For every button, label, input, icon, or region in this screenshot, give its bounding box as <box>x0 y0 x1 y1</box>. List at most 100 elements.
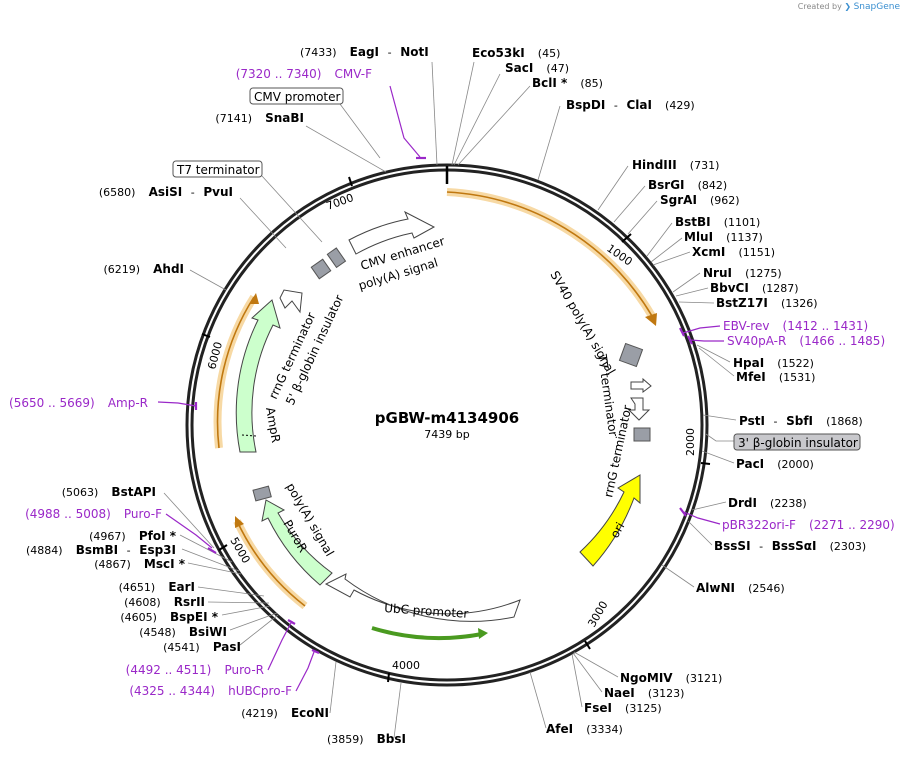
connector-rsrii <box>207 601 270 604</box>
connector-eari <box>197 586 265 597</box>
site-bsssi: BssSI - BssSαI (2303) <box>714 535 866 554</box>
site-connectors <box>163 61 737 739</box>
tick-6000 <box>201 333 211 338</box>
connector-asisi <box>239 197 287 249</box>
connector-msci <box>187 562 242 575</box>
site-bbsi: (3859) BbsI <box>327 728 406 747</box>
ampr-arrow <box>235 299 281 453</box>
connector-afei <box>529 671 547 729</box>
connector-t7-box <box>261 175 323 243</box>
orf-arc-bottom-left-core <box>236 520 306 607</box>
plasmid-name: pGBW-m4134906 <box>375 409 519 427</box>
ubc-green-arc <box>371 626 483 640</box>
tick-1000 <box>621 233 632 243</box>
label-ubc: UbC promoter <box>384 601 469 621</box>
site-naei: NaeI (3123) <box>604 682 684 701</box>
connector-xcmi <box>652 251 691 266</box>
connector-bsmbi <box>181 548 240 572</box>
site-nrui: NruI (1275) <box>703 262 782 281</box>
connector-pfoi <box>179 534 233 563</box>
site-alwni: AlwNI (2546) <box>696 577 785 596</box>
brand-name: SnapGene <box>853 2 900 12</box>
connector-alwni <box>661 564 695 588</box>
primer-labels: (7320 .. 7340) CMV-F EBV-rev (1412 .. 14… <box>9 63 895 698</box>
connector-paci <box>701 450 735 464</box>
primer-amp-r: (5650 .. 5669) Amp-R <box>9 392 148 411</box>
t7-terminator-block-left <box>310 258 332 280</box>
tick-marks <box>201 176 711 683</box>
site-bcli: BclI * (85) <box>532 72 603 91</box>
orf-arcs <box>213 188 657 610</box>
primer-mark-sv40pa-r <box>687 335 693 345</box>
site-bstz17i: BstZ17I (1326) <box>716 292 818 311</box>
site-snabi: (7141) SnaBI <box>215 107 304 126</box>
t7-terminator-right-arrow <box>630 377 652 393</box>
orf-arc-top-right-core <box>446 191 653 317</box>
features <box>235 210 652 640</box>
connector-bspdi <box>537 105 561 181</box>
label-ampr: AmpR <box>263 406 283 444</box>
connector-econi <box>329 661 337 714</box>
rrng-terminator-block-left <box>326 247 347 269</box>
tick-label-2000: 2000 <box>684 428 697 456</box>
sv40-polya-block <box>618 342 644 368</box>
orf-arrowhead-bottom-left <box>235 516 244 528</box>
cmv-promoter-box <box>249 87 344 105</box>
connector-bsrgi <box>613 185 646 223</box>
plasmid-size: 7439 bp <box>424 428 469 441</box>
brand-prefix: Created by <box>797 2 842 11</box>
connector-cmv-promoter-box <box>339 103 381 159</box>
connector-bsssi <box>687 520 713 546</box>
primer-mark-hubcpro-f <box>311 648 320 655</box>
tick-4000 <box>387 672 390 683</box>
t7-terminator-box <box>172 160 263 178</box>
site-psti-sbfi: PstI - SbfI (1868) <box>739 410 863 429</box>
primer-connector-sv40pa-r <box>689 339 724 342</box>
site-afei: AfeI (3334) <box>546 718 623 737</box>
ori-arrow <box>579 474 641 567</box>
site-xcmi: XcmI (1151) <box>692 241 775 260</box>
site-bstapi: (5063) BstAPI <box>62 481 156 500</box>
primer-connector-puro-f <box>165 513 213 549</box>
primer-pbr322ori-f: pBR322ori-F (2271 .. 2290) <box>722 514 895 533</box>
tick-7000 <box>348 176 353 187</box>
boxed-features: CMV promoter T7 terminator 3' β-globin i… <box>172 87 861 451</box>
cmv-promoter-box-label: CMV promoter <box>254 90 341 104</box>
ubc-promoter-arrow <box>324 573 521 622</box>
primer-cmv-f: (7320 .. 7340) CMV-F <box>236 63 372 82</box>
connector-pasi <box>239 614 279 646</box>
connector-bstz17i <box>678 301 715 304</box>
site-bspdi-clai: BspDI - ClaI (429) <box>566 94 695 113</box>
primer-connector-hubcpro-f <box>295 651 315 692</box>
orf-arrowhead-left <box>249 293 259 304</box>
connector-drdi <box>691 501 727 511</box>
connector-bbvci <box>675 287 709 297</box>
restriction-sites: (7433) EagI - NotI Eco53kI (45) SacI (47… <box>26 45 866 747</box>
primer-connector-puro-r <box>267 620 293 671</box>
connector-beta-globin-box <box>705 433 734 442</box>
connector-sgrai <box>627 200 658 235</box>
site-pfoi: (4967) PfoI * <box>89 525 177 544</box>
connector-saci <box>453 73 501 166</box>
connector-hindiii <box>597 165 629 211</box>
primer-mark-puro-f <box>207 547 217 554</box>
site-paci: PacI (2000) <box>736 453 814 472</box>
polya-left-block <box>252 485 272 502</box>
primer-connector-ebv-rev <box>682 325 721 334</box>
site-econi: (4219) EcoNI <box>241 702 329 721</box>
puror-arrow <box>261 499 333 586</box>
beta-globin-right-block <box>633 427 651 442</box>
t7-terminator-box-label: T7 terminator <box>176 163 260 177</box>
connector-bstapi <box>163 492 215 549</box>
primer-mark-puro-r <box>287 619 296 625</box>
beta-globin-right-box <box>733 433 861 451</box>
connector-bcli <box>457 85 531 166</box>
site-ahdi: (6219) AhdI <box>103 258 184 277</box>
site-bspei: (4605) BspEI * <box>120 606 218 625</box>
primer-puro-r: (4492 .. 4511) Puro-R <box>126 659 264 678</box>
site-drdi: DrdI (2238) <box>728 492 807 511</box>
orf-arrowhead-top-right <box>645 313 657 326</box>
cmv-enhancer-arrow <box>348 210 436 255</box>
connector-hpai <box>696 344 731 363</box>
